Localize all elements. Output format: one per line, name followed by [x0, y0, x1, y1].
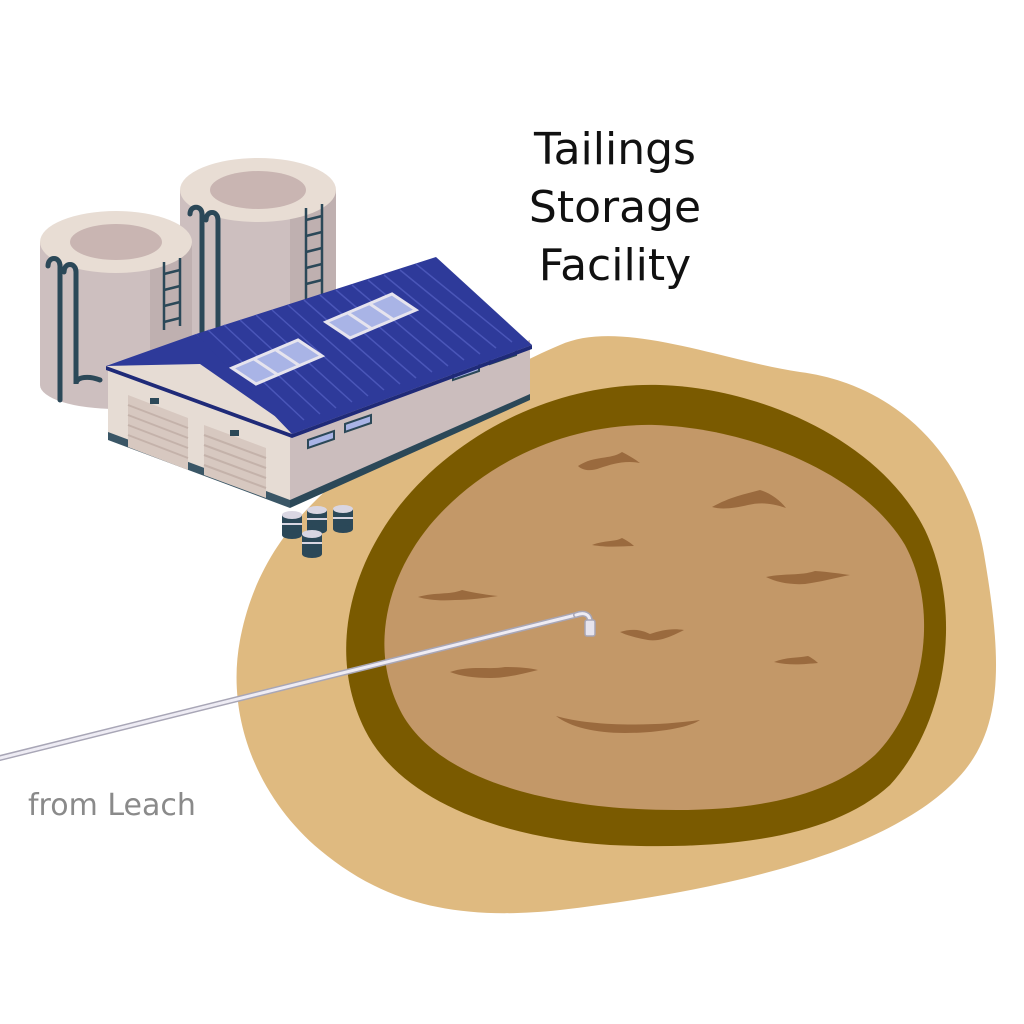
warehouse-building	[106, 257, 532, 508]
side-window	[307, 429, 335, 450]
roof-main-slope	[196, 257, 532, 434]
ripple	[766, 571, 850, 585]
barrels	[282, 505, 353, 558]
roof-front-slope	[106, 334, 292, 428]
barrel	[302, 530, 322, 558]
facility-title-line-3: Facility	[538, 240, 692, 291]
skylight-left	[228, 338, 326, 386]
garage-door-left	[127, 395, 189, 470]
facility-title-line-2: Storage	[528, 182, 702, 233]
side-window	[344, 413, 372, 434]
tailings-storage-facility	[236, 336, 997, 914]
pond-surface-ripples	[418, 452, 850, 733]
tank-ladder	[304, 204, 324, 300]
pipe-outlet	[584, 619, 596, 637]
ripple	[450, 667, 538, 678]
tank-ladder	[162, 258, 182, 330]
pipeline-source-label: from Leach	[28, 788, 196, 823]
barrel	[307, 506, 327, 534]
skylight-right	[322, 292, 420, 340]
tank-pipework	[187, 204, 221, 363]
tank-opening	[210, 171, 306, 209]
tailings-pond	[384, 424, 925, 810]
tailings-pipeline	[0, 610, 596, 761]
barrel	[333, 505, 353, 533]
warehouse-side-wall	[290, 340, 530, 505]
garage-door-right	[203, 425, 267, 498]
warehouse-base-trim	[290, 394, 530, 508]
ripple	[418, 590, 498, 601]
ripple	[578, 452, 640, 471]
barrel	[282, 511, 302, 539]
ripple	[592, 538, 634, 547]
pipe-line-highlight	[0, 612, 582, 760]
ripple	[712, 490, 786, 509]
tank-opening	[70, 224, 162, 260]
ripple	[556, 716, 700, 733]
tank-pipework	[45, 256, 103, 403]
ripple	[774, 656, 818, 665]
ripple	[620, 629, 684, 641]
facility-title-line-1: Tailings	[534, 124, 696, 175]
